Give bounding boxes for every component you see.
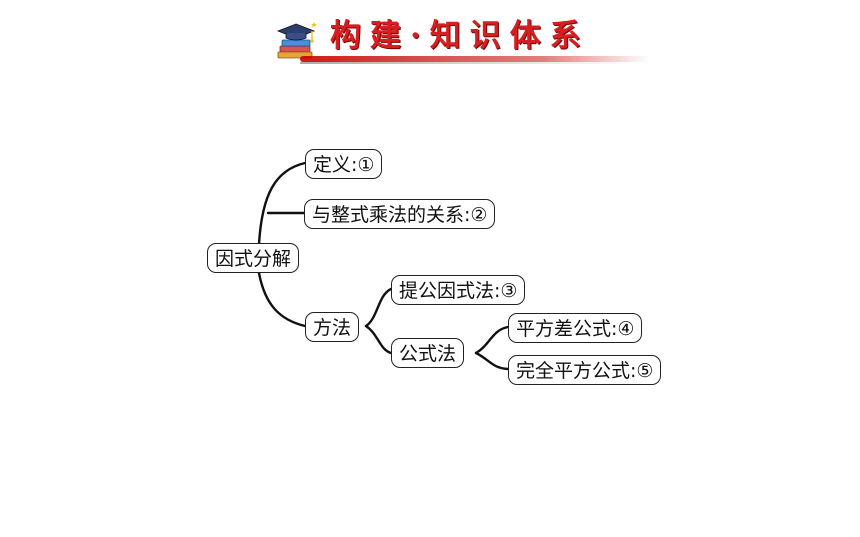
node-relation: 与整式乘法的关系:② xyxy=(304,199,496,229)
node-factor-out: 提公因式法:③ xyxy=(391,275,526,305)
node-perfect-square: 完全平方公式:⑤ xyxy=(508,355,662,385)
connector-methods-formula xyxy=(364,324,393,355)
node-root: 因式分解 xyxy=(207,243,300,273)
connector-formula-branch-up xyxy=(474,325,510,355)
connector-methods-branch xyxy=(364,287,393,328)
title-underline xyxy=(300,56,650,62)
header: 构建·知识体系 xyxy=(0,0,860,80)
connector-root-methods xyxy=(257,271,307,328)
node-definition: 定义:① xyxy=(305,149,383,179)
node-methods: 方法 xyxy=(305,312,360,342)
node-difference-of-squares: 平方差公式:④ xyxy=(508,313,643,343)
section-title: 构建·知识体系 xyxy=(330,18,590,54)
title-underline-shadow xyxy=(300,62,630,64)
connector-formula-branch-down xyxy=(474,351,510,371)
connector-root-upper xyxy=(257,161,307,246)
node-formula: 公式法 xyxy=(391,338,465,368)
